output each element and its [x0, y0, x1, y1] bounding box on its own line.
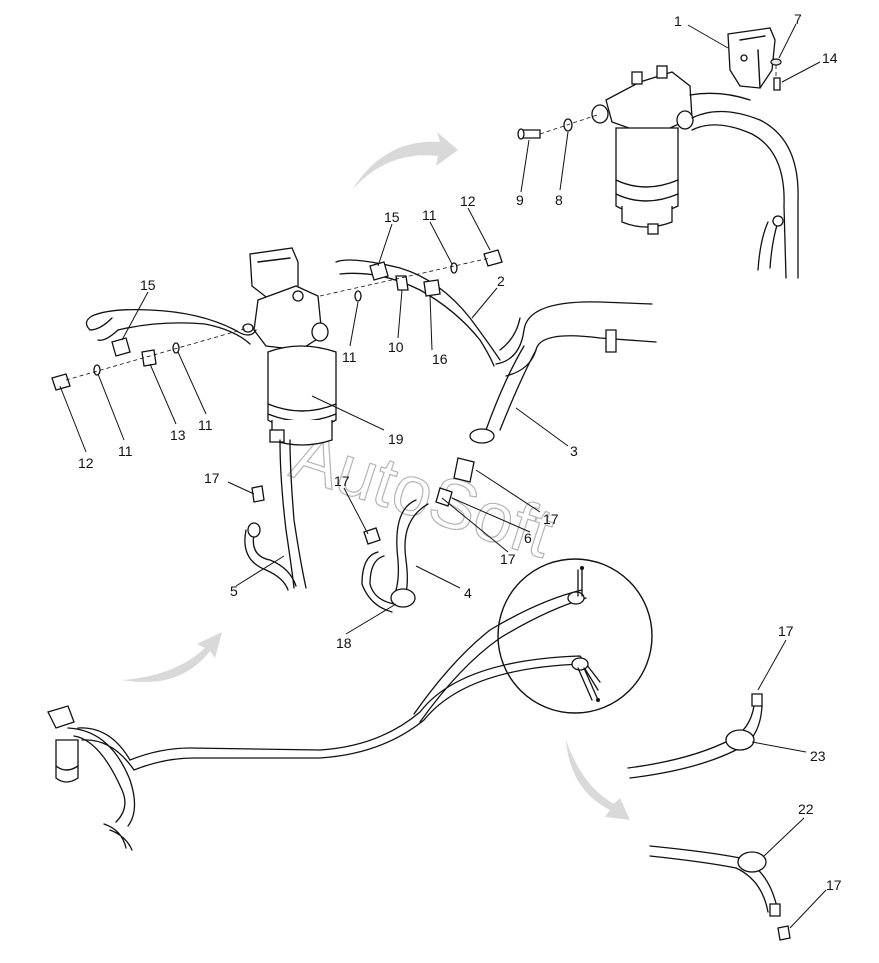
banjo-bolt-12-right [483, 249, 503, 267]
callout-12-left: 12 [78, 455, 94, 471]
fitting-6 [435, 487, 453, 507]
callout-15-left: 15 [140, 277, 156, 293]
detail-grommet-23 [627, 693, 763, 779]
callout-23: 23 [810, 748, 826, 764]
callout-16: 16 [432, 351, 448, 367]
callout-22: 22 [798, 801, 814, 817]
callout-11-mid: 11 [342, 349, 357, 365]
callout-4: 4 [464, 585, 472, 601]
callout-1: 1 [674, 13, 682, 29]
callout-12-top: 12 [460, 193, 476, 209]
callout-2: 2 [497, 273, 505, 289]
callout-3: 3 [570, 443, 578, 459]
callout-8: 8 [555, 192, 563, 208]
callout-17-br-top: 17 [778, 623, 794, 639]
leader-lines [59, 23, 827, 929]
top-right-filter-assembly [517, 27, 799, 279]
callout-17-lower: 17 [500, 551, 516, 567]
callout-11-left: 11 [118, 443, 133, 459]
callout-5: 5 [230, 583, 238, 599]
callout-17-br-bottom: 17 [826, 877, 842, 893]
callout-11-top: 11 [422, 207, 437, 223]
grommet-23 [725, 729, 755, 751]
callout-7: 7 [794, 11, 802, 27]
callout-18: 18 [336, 635, 352, 651]
callout-19: 19 [388, 431, 404, 447]
callout-10: 10 [388, 339, 404, 355]
callout-9: 9 [516, 192, 524, 208]
callout-13: 13 [170, 427, 186, 443]
fitting-13 [141, 349, 157, 367]
washer-7 [770, 58, 782, 66]
grommet-22 [737, 851, 767, 873]
callout-17-left: 17 [204, 470, 220, 486]
swoosh-arrow-top [352, 132, 458, 190]
overview-fuel-line-routing [47, 558, 653, 851]
clip-17-left [251, 485, 265, 503]
center-filter-assembly [51, 247, 657, 613]
callout-6: 6 [524, 530, 532, 546]
bolt-14 [773, 77, 781, 91]
center-filter-head [253, 285, 323, 351]
callout-17-right: 17 [543, 511, 559, 527]
swoosh-arrow-bottom [566, 740, 630, 820]
swoosh-arrow-left [122, 632, 222, 683]
callout-15-top: 15 [384, 209, 400, 225]
clip-17-bottom [777, 925, 791, 941]
banjo-bolt-12-left [51, 373, 71, 391]
detail-circle [497, 558, 653, 714]
callout-11-right: 11 [198, 417, 213, 433]
callout-17-mid: 17 [334, 473, 350, 489]
callout-14: 14 [822, 50, 838, 66]
detail-grommet-22 [649, 845, 791, 941]
callout-labels: 1 7 14 9 8 15 11 12 2 11 10 16 15 12 11 … [78, 11, 842, 893]
bracket-1 [727, 27, 776, 89]
